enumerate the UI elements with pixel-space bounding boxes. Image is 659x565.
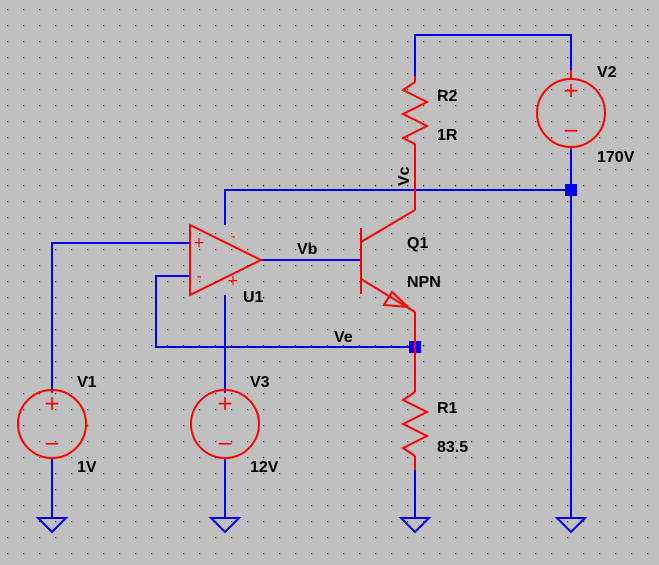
v2-minus-sign: − <box>563 118 580 142</box>
net-label-ve: Ve <box>334 329 353 346</box>
v3-minus-sign: − <box>217 431 234 455</box>
r1-name-label: R1 <box>437 400 458 417</box>
v2-name-label: V2 <box>597 64 617 81</box>
v3-value-label: 12V <box>250 459 279 476</box>
wire-v2-top[interactable] <box>414 34 572 76</box>
r2-value-label: 1R <box>437 127 458 144</box>
ground-symbol-v2 <box>554 517 588 534</box>
v3-name-label: V3 <box>250 374 270 391</box>
ground-symbol-v1 <box>35 517 69 534</box>
voltage-source-v2[interactable] <box>536 70 606 150</box>
v1-value-label: 1V <box>77 459 97 476</box>
r1-value-label: 83.5 <box>437 439 468 456</box>
wire-collector-rail[interactable] <box>224 189 571 225</box>
resistor-r1[interactable] <box>400 347 430 470</box>
opamp-plus-input-sign: + <box>193 235 205 251</box>
v1-name-label: V1 <box>77 374 97 391</box>
ground-symbol-v3 <box>208 517 242 534</box>
resistor-r2[interactable] <box>400 76 430 210</box>
wires <box>51 34 572 518</box>
q1-value-label: NPN <box>407 274 441 291</box>
v1-minus-sign: − <box>44 431 61 455</box>
opamp-minus-supply-sign: - <box>230 229 235 245</box>
voltage-source-v1[interactable] <box>17 389 87 459</box>
v1-plus-sign: + <box>44 391 61 415</box>
transistor-q1[interactable] <box>360 209 416 347</box>
opamp-minus-input-sign: - <box>196 269 201 285</box>
wire-v1-to-opamp-plus[interactable] <box>51 242 190 393</box>
wire-ve-feedback[interactable] <box>155 275 415 348</box>
v2-value-label: 170V <box>597 149 635 166</box>
opamp-plus-supply-sign: + <box>227 273 239 289</box>
junction-dot-collector <box>565 184 577 196</box>
v3-plus-sign: + <box>217 391 234 415</box>
ground-symbol-r1 <box>398 517 432 534</box>
q1-name-label: Q1 <box>407 235 428 252</box>
r2-name-label: R2 <box>437 88 458 105</box>
v2-plus-sign: + <box>563 78 580 102</box>
opamp-u1[interactable] <box>189 223 264 297</box>
net-label-vb: Vb <box>297 241 318 258</box>
net-label-vc: Vc <box>396 166 413 186</box>
voltage-source-v3[interactable] <box>190 389 260 459</box>
u1-name-label: U1 <box>243 289 264 306</box>
